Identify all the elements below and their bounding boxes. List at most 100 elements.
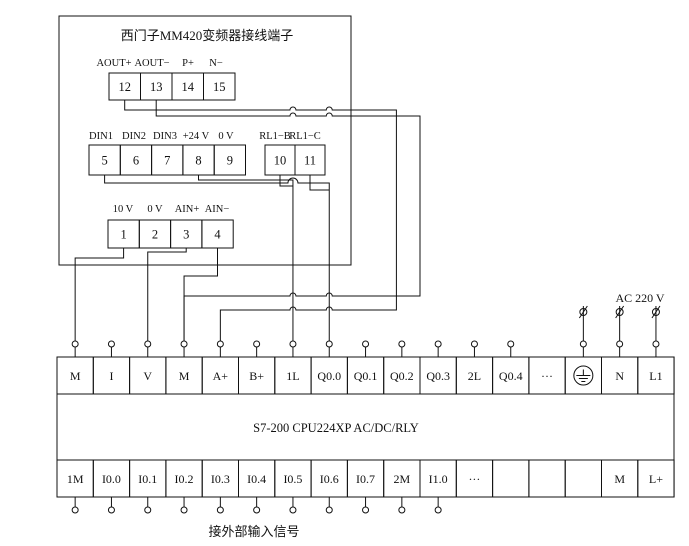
wire-24v-to-1l <box>198 175 294 341</box>
plc-top-terminal-label: Q0.4 <box>499 369 523 383</box>
plc-top-terminal-blank: ··· <box>528 356 566 395</box>
vfd-terminal-number: 14 <box>182 80 195 94</box>
vfd-terminal-7: 7 <box>151 144 184 176</box>
plc-top-terminal-Q04: Q0.4 <box>492 340 530 395</box>
screw-terminal-icon <box>144 506 152 514</box>
plc-bottom-terminal-label: I0.3 <box>211 472 230 486</box>
screw-terminal-icon <box>470 340 478 348</box>
plc-top-terminal-1L: 1L <box>274 340 312 395</box>
vfd-terminal-label: RL1−C <box>289 131 321 142</box>
plc-bottom-terminal-label: I0.1 <box>138 472 157 486</box>
screw-terminal-icon <box>144 340 152 348</box>
screw-terminal-icon <box>434 506 442 514</box>
vfd-terminal-label: RL1−B <box>259 131 291 142</box>
plc-top-terminal-V: V <box>129 340 167 395</box>
vfd-terminal-label: 0 V <box>147 204 163 215</box>
ground-icon <box>573 365 594 386</box>
plc-top-terminal-label: L1 <box>649 369 662 383</box>
plc-top-terminal-label: Q0.2 <box>390 369 414 383</box>
plc-top-terminal-Q01: Q0.1 <box>346 340 385 395</box>
external-input-label: 接外部输入信号 <box>208 524 299 539</box>
vfd-terminal-number: 6 <box>133 154 139 168</box>
vfd-terminal-2: 2 <box>138 219 172 249</box>
screw-terminal-icon <box>325 506 333 514</box>
vfd-terminal-number: 7 <box>164 154 170 168</box>
vfd-terminal-label: AOUT+ <box>96 58 131 69</box>
vfd-terminal-6: 6 <box>119 144 153 176</box>
plc-bottom-terminal-label: M <box>614 472 625 486</box>
vfd-terminal-10: 10 <box>264 144 296 176</box>
vfd-terminal-label: DIN1 <box>89 131 113 142</box>
plc-bottom-terminal-L: L+ <box>637 459 675 498</box>
screw-terminal-icon <box>289 506 297 514</box>
wire-10v-to-plc-m <box>74 248 125 341</box>
plc-top-terminal-label: M <box>70 369 81 383</box>
plc-top-terminal-label: N <box>615 369 624 383</box>
screw-terminal-icon <box>216 340 224 348</box>
vfd-terminal-number: 11 <box>304 154 316 168</box>
vfd-terminal-number: 10 <box>274 154 287 168</box>
plc-bottom-terminal-I02: I0.2 <box>165 459 203 514</box>
plc-top-terminal-A: A+ <box>201 340 239 395</box>
vfd-title: 西门子MM420变频器接线端子 <box>121 28 294 43</box>
plc-bottom-terminal-blank-11: ··· <box>455 459 494 498</box>
vfd-terminal-4: 4 <box>201 219 234 249</box>
plc-top-terminal-label: Q0.0 <box>317 369 341 383</box>
screw-terminal-icon <box>107 340 115 348</box>
plc-top-terminal-label: B+ <box>249 369 264 383</box>
screw-terminal-icon <box>180 340 188 348</box>
vfd-terminal-label: 10 V <box>113 204 134 215</box>
plc-model-label: S7-200 CPU224XP AC/DC/RLY <box>253 421 419 435</box>
screw-terminal-icon <box>362 506 370 514</box>
screw-terminal-icon <box>107 506 115 514</box>
plc-top-terminal-label: V <box>143 369 152 383</box>
vfd-terminal-label: N− <box>209 58 223 69</box>
wire-rl1c-to-q00 <box>309 175 330 191</box>
plc-bottom-terminal-I01: I0.1 <box>129 459 167 514</box>
plc-bottom-terminal-label: I0.5 <box>283 472 302 486</box>
vfd-terminal-9: 9 <box>213 144 246 176</box>
screw-terminal-icon <box>253 506 261 514</box>
plc-top-terminal-label: M <box>179 369 190 383</box>
plc-top-terminal-M: M <box>56 340 94 395</box>
plc-top-terminal-M: M <box>165 340 203 395</box>
plc-bottom-terminal-I04: I0.4 <box>238 459 276 514</box>
ac-supply-terminal-icon <box>651 305 661 341</box>
vfd-terminal-number: 13 <box>150 80 163 94</box>
screw-terminal-icon <box>71 340 79 348</box>
plc-top-terminal-B: B+ <box>238 340 276 395</box>
wire-din1-to-q00 <box>104 175 330 341</box>
vfd-terminal-label: +24 V <box>183 131 210 142</box>
screw-terminal-icon <box>579 340 587 348</box>
plc-bottom-terminal-label: I0.7 <box>356 472 375 486</box>
vfd-terminal-label: P+ <box>182 58 194 69</box>
vfd-terminal-label: AIN− <box>205 204 230 215</box>
plc-bottom-terminal-blank-12 <box>492 459 530 498</box>
plc-terminal-earth <box>564 340 603 395</box>
wire-rl1b-to-1l <box>279 175 293 187</box>
plc-bottom-terminal-label: ··· <box>468 472 480 486</box>
plc-bottom-terminal-1M: 1M <box>56 459 94 514</box>
plc-bottom-terminal-I07: I0.7 <box>346 459 385 514</box>
plc-top-terminal-2L: 2L <box>455 340 494 395</box>
plc-top-terminal-label: 1L <box>286 369 299 383</box>
plc-bottom-terminal-2M: 2M <box>383 459 421 514</box>
vfd-box <box>58 15 352 266</box>
vfd-terminal-number: 2 <box>152 228 158 242</box>
screw-terminal-icon <box>216 506 224 514</box>
plc-bottom-terminal-blank-14 <box>564 459 603 498</box>
vfd-terminal-label: 0 V <box>218 131 234 142</box>
plc-top-terminal-Q02: Q0.2 <box>383 340 421 395</box>
plc-bottom-terminal-I10: I1.0 <box>419 459 457 514</box>
wire-ain-plus-to-plc-v <box>147 248 187 341</box>
vfd-terminal-13: 13 <box>140 72 173 101</box>
plc-bottom-terminal-label: I0.6 <box>320 472 339 486</box>
screw-terminal-icon <box>434 340 442 348</box>
plc-top-terminal-label: A+ <box>213 369 229 383</box>
screw-terminal-icon <box>289 340 297 348</box>
screw-terminal-icon <box>71 506 79 514</box>
plc-bottom-terminal-I00: I0.0 <box>92 459 131 514</box>
plc-bottom-terminal-M: M <box>601 459 639 498</box>
